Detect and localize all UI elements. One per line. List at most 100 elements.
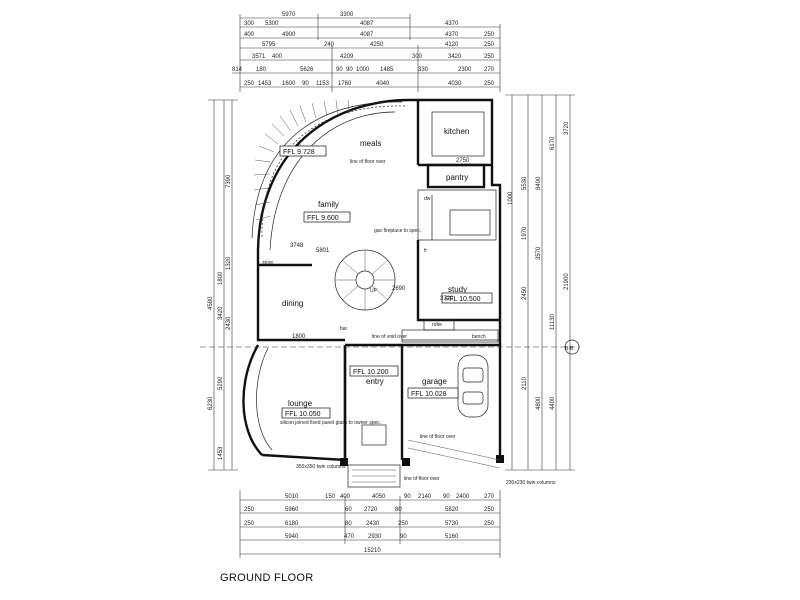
ffl-lounge: FFL 10.050 xyxy=(285,411,321,418)
note-bar: bar xyxy=(340,326,348,332)
dim-bot-2f: 5820 xyxy=(445,507,459,513)
dim-bot-3d: 2430 xyxy=(366,521,380,527)
note-fr: fr xyxy=(424,248,427,254)
dim-left-d: 4580 xyxy=(208,296,214,310)
dim-top-6c: 5626 xyxy=(300,67,314,73)
dim-top-4d: 4120 xyxy=(445,42,459,48)
note-robe: robe xyxy=(432,322,442,328)
note-line-floor-meals: line of floor over xyxy=(350,159,386,165)
dim-top-1b: 3300 xyxy=(340,12,354,18)
right-dimension-lines xyxy=(505,94,575,471)
dim-bot-2c: 60 xyxy=(345,507,352,513)
dim-left-e: 3420 xyxy=(218,306,224,320)
dim-right-i: 1000 xyxy=(508,191,514,205)
dim-bot-4a: 5940 xyxy=(285,534,299,540)
bottom-dimension-lines xyxy=(239,490,501,558)
dim-left-h: 6230 xyxy=(208,396,214,410)
note-garage-floor: line of floor over xyxy=(420,434,456,440)
dim-right-m: 4400 xyxy=(550,396,556,410)
drawing-caption: GROUND FLOOR xyxy=(220,572,314,584)
dim-right-h: 1970 xyxy=(522,226,528,240)
dim-right-k: 2110 xyxy=(522,376,528,390)
dim-top-6g: 1485 xyxy=(380,67,394,73)
dim-bot-4b: 470 xyxy=(344,534,355,540)
dim-top-7i: 250 xyxy=(484,81,495,87)
dim-bot-3f: 5730 xyxy=(445,521,459,527)
note-columns-right: 230x230 twin columns xyxy=(506,480,556,486)
bottom-dimension-text: 5010 150 400 4050 90 2140 90 2400 270 25… xyxy=(244,494,495,554)
note-store: store xyxy=(262,260,273,266)
dim-top-5f: 250 xyxy=(484,54,495,60)
dim-bot-2a: 250 xyxy=(244,507,255,513)
dim-bot-3e: 250 xyxy=(398,521,409,527)
dim-bot-4e: 5160 xyxy=(445,534,459,540)
dim-top-5b: 400 xyxy=(272,54,283,60)
dim-top-5c: 4209 xyxy=(340,54,354,60)
top-dimension-text: 5970 3300 300 5300 4087 4370 400 4900 40… xyxy=(232,12,495,87)
dim-interior-f: 2750 xyxy=(456,158,470,164)
dim-top-2b: 5300 xyxy=(265,21,279,27)
dim-right-f: 5530 xyxy=(522,176,528,190)
dim-top-6a: 814 xyxy=(232,67,243,73)
dim-interior-a: 3748 xyxy=(290,243,304,249)
dim-top-7f: 1760 xyxy=(338,81,352,87)
dim-bot-3b: 6180 xyxy=(285,521,299,527)
dim-bot-2d: 2720 xyxy=(364,507,378,513)
right-dimension-text: 3720 6170 8400 21900 11130 5530 3570 197… xyxy=(508,121,570,410)
left-dimension-lines xyxy=(208,99,238,471)
dim-top-4a: 5795 xyxy=(262,42,276,48)
dim-bot-4d: 90 xyxy=(400,534,407,540)
room-label-dining: dining xyxy=(282,299,303,308)
dim-top-7c: 1600 xyxy=(282,81,296,87)
dim-bot-1c: 400 xyxy=(340,494,351,500)
dim-interior-e: 3720 xyxy=(440,296,454,302)
dim-top-6f: 1000 xyxy=(356,67,370,73)
note-columns-left: 350x350 twin columns xyxy=(296,464,346,470)
dim-right-c: 8400 xyxy=(536,176,542,190)
ffl-entry: FFL 10.200 xyxy=(353,369,389,376)
dim-bot-1b: 150 xyxy=(325,494,336,500)
note-entry-floor: line of floor over xyxy=(404,476,440,482)
dim-right-d: 21900 xyxy=(564,273,570,290)
dim-top-7g: 4040 xyxy=(376,81,390,87)
dim-left-f: 2430 xyxy=(226,316,232,330)
dim-top-3d: 4370 xyxy=(445,32,459,38)
ffl-garage: FFL 10.028 xyxy=(411,391,447,398)
room-label-kitchen: kitchen xyxy=(444,127,469,136)
dim-right-b: 6170 xyxy=(550,136,556,150)
ffl-patio: FFL 9.728 xyxy=(283,149,315,156)
dim-bot-2g: 250 xyxy=(484,507,495,513)
dim-bot-5a: 15210 xyxy=(364,548,381,554)
dim-left-b: 1320 xyxy=(226,256,232,270)
car-icon xyxy=(457,354,489,418)
dim-top-5d: 300 xyxy=(412,54,423,60)
dim-bot-2b: 5960 xyxy=(285,507,299,513)
dim-top-7e: 1153 xyxy=(316,81,330,87)
dim-top-3e: 250 xyxy=(484,32,495,38)
room-label-pantry: pantry xyxy=(446,173,468,182)
note-bench: bench xyxy=(472,334,486,340)
walls xyxy=(200,98,580,488)
dim-bot-1f: 2140 xyxy=(418,494,432,500)
patio-steps xyxy=(251,99,406,239)
ffl-family: FFL 9.600 xyxy=(307,215,339,222)
driveway-hatch xyxy=(407,439,501,469)
dim-top-6d: 90 xyxy=(336,67,343,73)
spiral-staircase xyxy=(334,249,396,311)
dim-bot-4c: 2930 xyxy=(368,534,382,540)
dim-bot-2e: 80 xyxy=(395,507,402,513)
dim-bot-1e: 90 xyxy=(404,494,411,500)
dim-left-g: 5290 xyxy=(218,376,224,390)
room-label-study: study xyxy=(448,285,467,294)
left-dimension-text: 7390 1320 1800 4580 3420 2430 5290 6230 … xyxy=(208,174,232,460)
dim-interior-d: 2690 xyxy=(392,286,406,292)
dim-top-6j: 270 xyxy=(484,67,495,73)
dim-left-c: 1800 xyxy=(218,271,224,285)
note-lounge-panel: silicon joined fixed panel glass to owne… xyxy=(280,420,381,426)
room-label-family: family xyxy=(318,200,339,209)
dim-top-2a: 300 xyxy=(244,21,255,27)
dim-top-7b: 1453 xyxy=(258,81,272,87)
dim-top-3a: 400 xyxy=(244,32,255,38)
ffl-labels: FFL 9.728 FFL 9.600 FFL 10.500 FFL 10.20… xyxy=(279,145,493,419)
